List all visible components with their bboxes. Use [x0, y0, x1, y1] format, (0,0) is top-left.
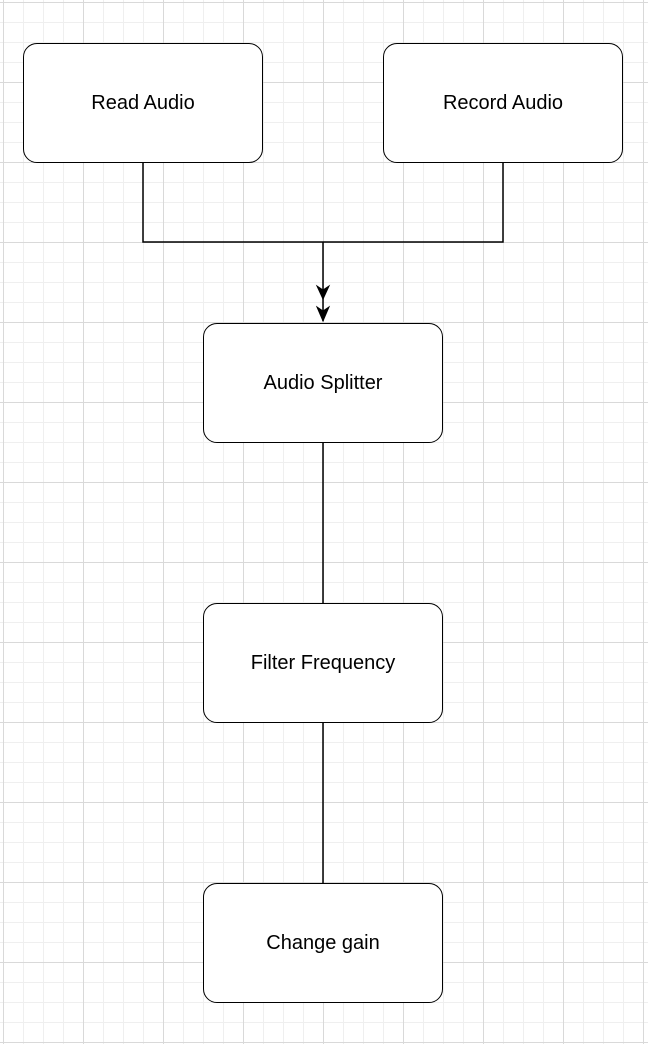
- node-label: Read Audio: [91, 91, 195, 114]
- arrowhead-upper-icon: [315, 284, 331, 301]
- node-audio-splitter[interactable]: Audio Splitter: [203, 323, 443, 443]
- node-label: Filter Frequency: [250, 651, 396, 674]
- node-record-audio[interactable]: Record Audio: [383, 43, 623, 163]
- node-label: Record Audio: [442, 91, 564, 114]
- node-change-gain[interactable]: Change gain: [203, 883, 443, 1003]
- node-filter-frequency[interactable]: Filter Frequency: [203, 603, 443, 723]
- node-label: Audio Splitter: [263, 371, 383, 394]
- arrowhead-lower-icon: [315, 305, 331, 323]
- edge-read-audio-to-audio-splitter: [142, 163, 323, 243]
- node-read-audio[interactable]: Read Audio: [23, 43, 263, 163]
- edge-record-audio-to-audio-splitter: [323, 163, 504, 243]
- node-label: Change gain: [266, 931, 380, 954]
